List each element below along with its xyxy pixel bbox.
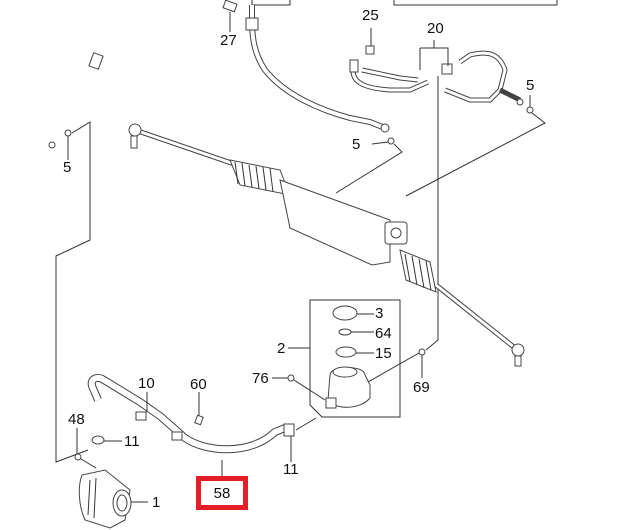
callout-69: 69 [413, 379, 430, 396]
leader-frame-right [405, 112, 546, 197]
leader-69 [367, 352, 423, 383]
callout-10: 10 [138, 375, 155, 392]
clamp-11-left [91, 435, 105, 445]
washer-5-left [64, 129, 72, 137]
pressure-hose-upper [38, 0, 130, 151]
callout-76: 76 [252, 370, 269, 387]
leader-76 [272, 377, 326, 401]
leader-20 [419, 40, 449, 70]
leader-frame-mid [335, 143, 403, 194]
callout-60: 60 [190, 376, 207, 393]
washer-5-right [526, 106, 534, 114]
steering-rack [128, 123, 525, 367]
callout-11-right: 11 [283, 461, 299, 478]
callout-11-left: 11 [124, 433, 140, 450]
leader-11-right-frame [295, 417, 317, 431]
callout-27: 27 [220, 32, 237, 49]
callout-5-right: 5 [526, 77, 535, 94]
callout-58-label: 58 [213, 484, 231, 502]
callout-25: 25 [362, 7, 379, 24]
leader-48 [76, 428, 97, 469]
leader-frame-left [55, 121, 91, 463]
power-steering-pump [78, 469, 132, 529]
reservoir-assembly [325, 305, 371, 409]
bolt-27 [222, 0, 238, 13]
callout-2: 2 [277, 340, 286, 357]
hose-58 [87, 374, 295, 454]
leader-frame-right-vertical [425, 76, 439, 351]
callout-64: 64 [375, 325, 392, 342]
washer-5-mid [387, 137, 395, 145]
top-frame-right [393, 0, 558, 6]
nut-76 [287, 374, 295, 382]
reservoir-frame [309, 299, 401, 418]
bolt-25 [365, 45, 375, 55]
nut-69 [418, 348, 426, 356]
top-frame-left [251, 0, 291, 6]
callout-5-left: 5 [63, 159, 72, 176]
callout-3: 3 [375, 305, 384, 322]
callout-48: 48 [68, 411, 85, 428]
callout-20: 20 [427, 20, 444, 37]
callout-5-mid: 5 [352, 136, 361, 153]
callout-1: 1 [152, 494, 161, 511]
callout-15: 15 [375, 345, 392, 362]
hose-assembly-20 [349, 50, 524, 106]
return-hose [245, 5, 390, 133]
bolt-60 [194, 414, 204, 426]
leader-reservoir-parts [351, 313, 374, 354]
highlighted-callout-58[interactable]: 58 [196, 476, 248, 510]
leader-5-mid [371, 141, 389, 145]
nut-48 [74, 453, 82, 461]
